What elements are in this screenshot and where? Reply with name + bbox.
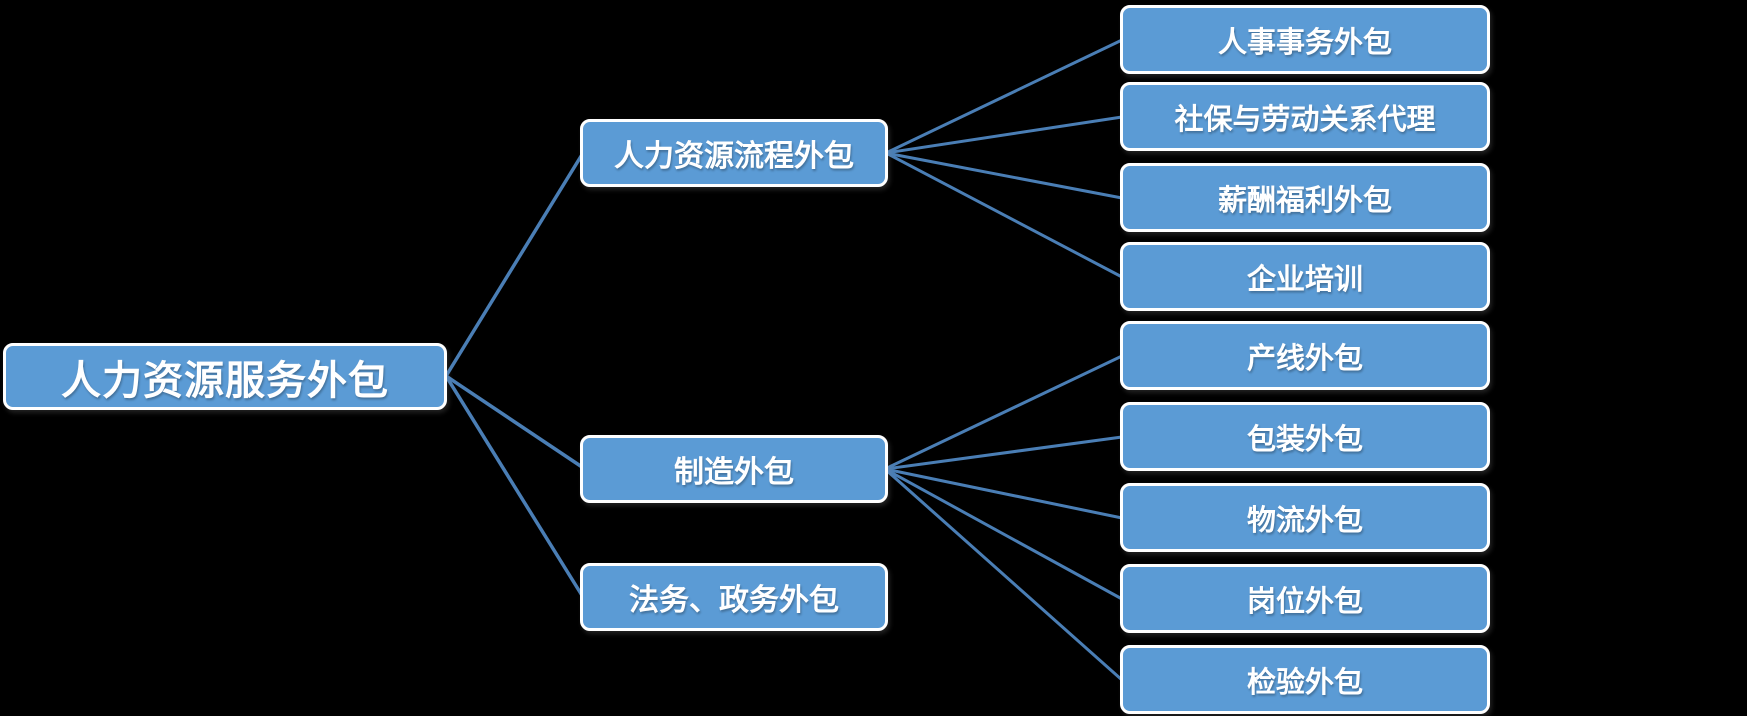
connector-line bbox=[884, 467, 1123, 520]
node-leaf-packaging: 包装外包 bbox=[1120, 402, 1490, 471]
connector-line bbox=[885, 151, 1123, 279]
node-leaf-personnel-affairs: 人事事务外包 bbox=[1120, 5, 1490, 74]
node-leaf-position: 岗位外包 bbox=[1120, 564, 1490, 633]
node-label: 产线外包 bbox=[1246, 342, 1363, 375]
node-label: 薪酬福利外包 bbox=[1217, 184, 1392, 217]
node-branch-legal-government-outsourcing: 法务、政务外包 bbox=[580, 563, 888, 631]
node-leaf-logistics: 物流外包 bbox=[1120, 483, 1490, 552]
connector-line bbox=[885, 151, 1123, 200]
node-branch-manufacturing-outsourcing: 制造外包 bbox=[580, 435, 888, 503]
connector-line bbox=[445, 374, 586, 471]
connector-line bbox=[884, 467, 1123, 682]
node-label: 物流外包 bbox=[1246, 504, 1363, 537]
connector-line bbox=[444, 152, 585, 377]
node-branch-hr-process-outsourcing: 人力资源流程外包 bbox=[580, 119, 888, 187]
node-root-hr-service-outsourcing: 人力资源服务外包 bbox=[3, 343, 447, 410]
node-label: 制造外包 bbox=[674, 456, 794, 489]
connector-line bbox=[884, 435, 1123, 471]
connector-line bbox=[884, 354, 1123, 471]
node-label: 人力资源服务外包 bbox=[61, 358, 389, 403]
connector-line bbox=[885, 115, 1123, 155]
node-leaf-inspection: 检验外包 bbox=[1120, 645, 1490, 714]
node-label: 社保与劳动关系代理 bbox=[1174, 103, 1436, 136]
node-label: 包装外包 bbox=[1246, 423, 1363, 456]
node-leaf-corporate-training: 企业培训 bbox=[1120, 242, 1490, 311]
connector-line bbox=[444, 375, 585, 598]
node-leaf-production-line: 产线外包 bbox=[1120, 321, 1490, 390]
node-label: 人事事务外包 bbox=[1217, 26, 1392, 59]
node-label: 检验外包 bbox=[1246, 666, 1363, 699]
connector-line bbox=[884, 467, 1123, 601]
node-label: 岗位外包 bbox=[1246, 585, 1363, 618]
node-label: 人力资源流程外包 bbox=[614, 140, 854, 173]
node-label: 企业培训 bbox=[1246, 263, 1363, 296]
node-leaf-compensation-benefits: 薪酬福利外包 bbox=[1120, 163, 1490, 232]
connector-line bbox=[885, 38, 1123, 155]
node-leaf-social-security-labor-relations: 社保与劳动关系代理 bbox=[1120, 82, 1490, 151]
node-label: 法务、政务外包 bbox=[629, 584, 839, 617]
